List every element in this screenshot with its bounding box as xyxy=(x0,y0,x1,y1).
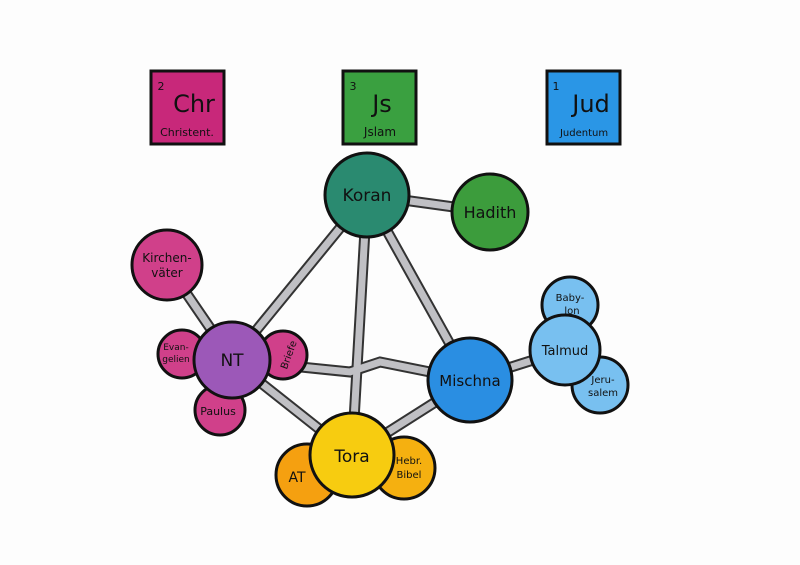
element-name: Jslam xyxy=(363,125,396,139)
atom-label: NT xyxy=(220,351,244,371)
atom-label: salem xyxy=(588,388,618,399)
atoms xyxy=(130,151,630,508)
atom-label: Mischna xyxy=(439,372,500,390)
atom-koran xyxy=(323,151,411,239)
atom-label: AT xyxy=(288,470,305,486)
element-box-christentum: 2 Chr Christent. xyxy=(149,69,226,146)
element-symbol: Chr xyxy=(173,90,215,118)
atom-mischna xyxy=(426,336,514,424)
element-box-judentum: 1 Jud Judentum xyxy=(545,69,622,146)
element-name: Christent. xyxy=(160,126,214,139)
atom-label: Evan- xyxy=(163,343,188,353)
atom-tora xyxy=(308,411,396,499)
atom-label: Kirchen- xyxy=(142,251,191,265)
atom-label: Koran xyxy=(343,186,392,206)
atom-label: Jeru- xyxy=(590,375,615,386)
element-symbol: Js xyxy=(370,90,392,118)
atom-label: Hebr. xyxy=(396,456,422,467)
atom-label: Bibel xyxy=(397,470,422,481)
atom-label: gelien xyxy=(162,355,190,365)
atom-talmud xyxy=(528,313,602,387)
atom-label: Tora xyxy=(333,447,369,467)
element-box-islam: 3 Js Jslam xyxy=(341,69,418,146)
element-number: 3 xyxy=(350,80,357,93)
atom-label: Baby- xyxy=(556,293,585,304)
atom-nt xyxy=(192,320,272,400)
atom-hadith xyxy=(450,172,530,252)
atom-label: Paulus xyxy=(200,405,236,418)
atom-label: väter xyxy=(151,266,183,280)
atom-label: lon xyxy=(564,306,579,317)
atom-kirchenvaeter xyxy=(130,228,204,302)
atom-label: Talmud xyxy=(541,344,589,359)
element-number: 1 xyxy=(553,80,560,93)
element-symbol: Jud xyxy=(570,90,610,118)
atom-label: Hadith xyxy=(464,203,517,222)
element-name: Judentum xyxy=(559,128,608,139)
element-number: 2 xyxy=(158,80,165,93)
